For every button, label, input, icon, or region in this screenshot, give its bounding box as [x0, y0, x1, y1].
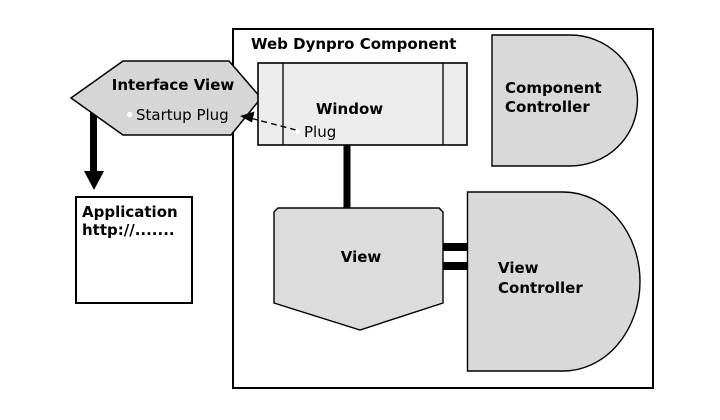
view-controller-bar-bottom — [443, 262, 468, 270]
view-controller-label-line1: View — [498, 259, 539, 277]
component-controller-label-line2: Controller — [505, 98, 590, 116]
interface-view-label: Interface View — [111, 76, 235, 94]
view-shape — [273, 207, 444, 331]
view-label: View — [340, 248, 382, 266]
window-label: Window — [315, 100, 384, 118]
window-view-connector — [343, 145, 351, 209]
window-plug-bullet-icon — [294, 128, 301, 135]
component-controller-label-line1: Component — [505, 79, 602, 97]
plug-navigation-dashed-line — [251, 117, 297, 131]
view-controller-label-line2: Controller — [498, 279, 583, 297]
startup-arrow-head-icon — [84, 171, 104, 190]
plug-navigation-arrow-head-icon — [240, 111, 255, 123]
startup-plug-label: Startup Plug — [136, 106, 229, 124]
view-controller-bar-top — [443, 243, 468, 251]
application-box — [75, 196, 193, 304]
startup-arrow-shaft — [90, 110, 97, 173]
startup-plug-bullet-icon — [126, 111, 133, 118]
application-label: Application — [82, 203, 178, 221]
window-box — [257, 62, 468, 146]
component-controller-shape — [491, 34, 639, 167]
view-controller-shape — [466, 191, 641, 372]
component-box-title: Web Dynpro Component — [251, 35, 457, 53]
application-url-label: http://....... — [82, 221, 175, 239]
window-plug-label: Plug — [304, 123, 337, 141]
